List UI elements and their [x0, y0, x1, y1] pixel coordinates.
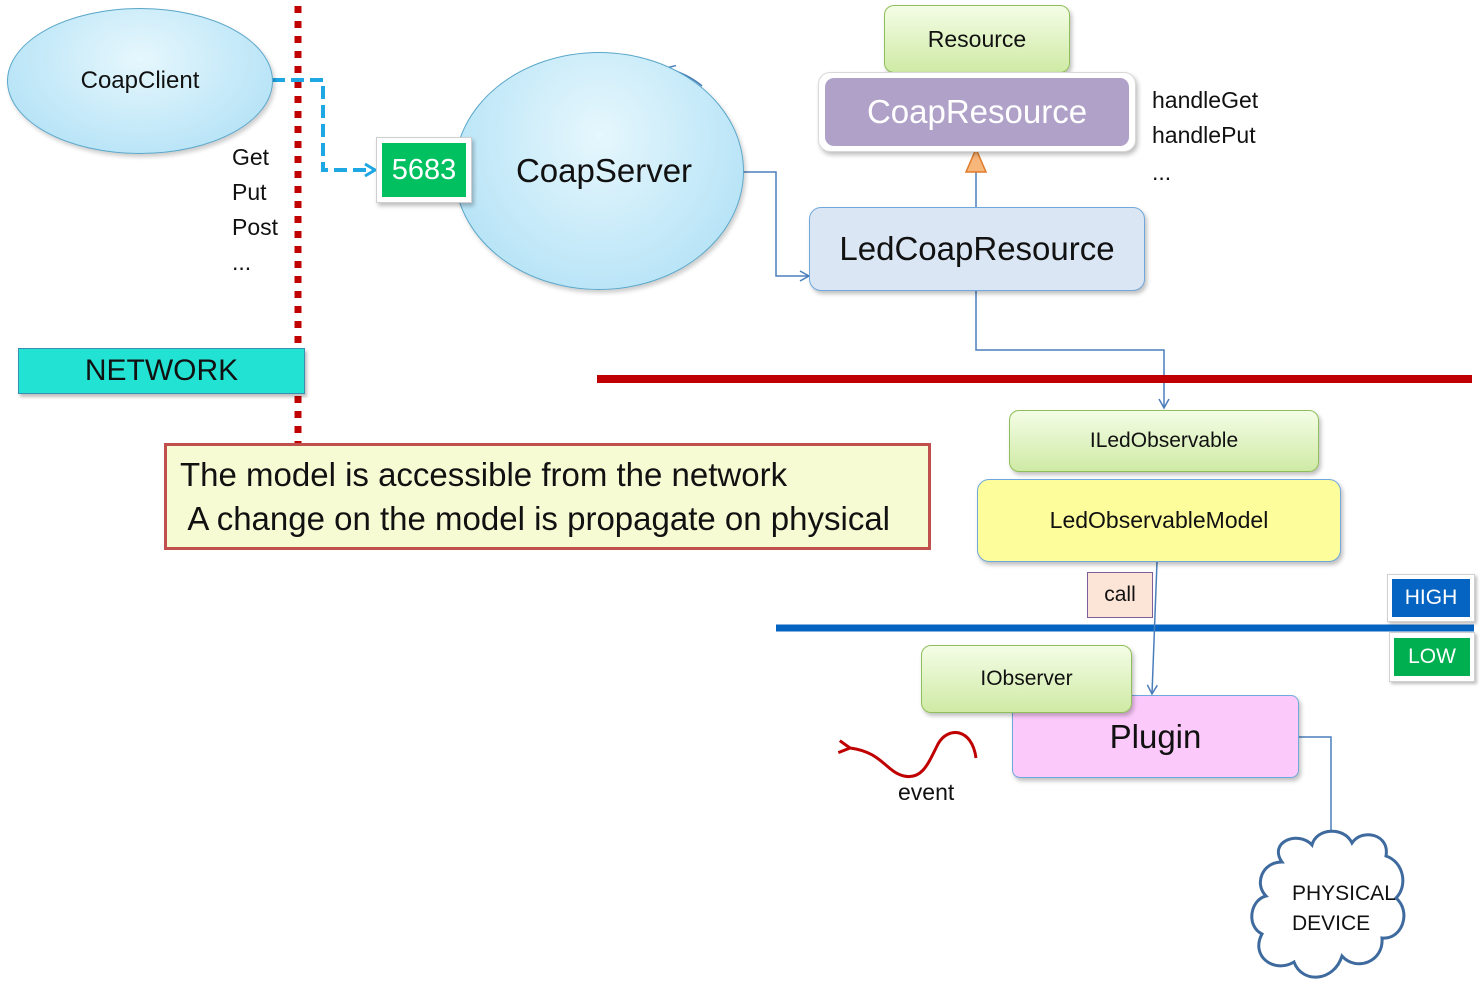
high-level-badge: HIGH	[1387, 574, 1475, 622]
plugin-to-device-arrow	[1299, 736, 1337, 847]
handler-more: ...	[1152, 159, 1172, 185]
resource-label: Resource	[927, 25, 1027, 52]
event-squiggle-icon	[850, 731, 978, 779]
coap-server-node: CoapServer	[454, 52, 744, 290]
port-label: 5683	[391, 153, 457, 186]
model-to-plugin-arrow	[1146, 561, 1158, 696]
handler-get: handleGet	[1152, 87, 1259, 113]
coap-client-node: CoapClient	[7, 8, 273, 154]
coap-resource-fill: CoapResource	[825, 78, 1129, 146]
coap-server-label: CoapServer	[515, 152, 693, 189]
low-level-fill: LOW	[1394, 638, 1470, 676]
coap-resource-box: CoapResource	[818, 72, 1136, 152]
led-coap-resource-box: LedCoapResource	[809, 207, 1145, 291]
note-line-1: The model is accessible from the network	[180, 456, 788, 493]
plugin-label: Plugin	[1109, 717, 1202, 755]
led-observable-model-label: LedObservableModel	[1049, 507, 1269, 533]
call-label: call	[1104, 583, 1136, 606]
led-observable-interface-label: ILedObservable	[1089, 429, 1239, 452]
high-level-fill: HIGH	[1392, 579, 1470, 617]
coap-client-label: CoapClient	[80, 67, 200, 94]
low-level-badge: LOW	[1389, 632, 1475, 682]
client-method-post: Post	[232, 214, 279, 240]
low-level-label: LOW	[1408, 645, 1456, 668]
physical-device-line-1: PHYSICAL	[1292, 882, 1396, 905]
observer-interface-box: IObserver	[921, 645, 1132, 713]
client-method-more: ...	[232, 249, 252, 275]
call-label-box: call	[1087, 572, 1153, 618]
client-to-port-arrow	[272, 78, 378, 178]
port-fill: 5683	[382, 143, 466, 197]
high-level-label: HIGH	[1404, 586, 1458, 609]
resource-interface-box: Resource	[884, 5, 1070, 73]
client-method-get: Get	[232, 144, 270, 170]
note-box: The model is accessible from the network…	[164, 443, 931, 550]
led-coap-resource-label: LedCoapResource	[839, 230, 1115, 267]
port-badge: 5683	[376, 137, 472, 203]
led-observable-model-box: LedObservableModel	[977, 479, 1341, 562]
coap-resource-label: CoapResource	[866, 93, 1088, 130]
network-label: NETWORK	[84, 354, 239, 387]
network-label-box: NETWORK	[18, 348, 305, 394]
cloud-icon	[1250, 829, 1406, 979]
observer-interface-label: IObserver	[980, 667, 1073, 690]
led-observable-interface-box: ILedObservable	[1009, 410, 1319, 472]
physical-device-line-2: DEVICE	[1292, 912, 1371, 935]
client-method-put: Put	[232, 179, 267, 205]
event-label: event	[898, 779, 955, 805]
note-line-2: A change on the model is propagate on ph…	[180, 500, 890, 537]
inheritance-triangle-icon	[964, 147, 988, 173]
resource-to-model-arrow	[975, 291, 1170, 410]
server-to-resource-arrow	[743, 171, 811, 282]
handler-put: handlePut	[1152, 122, 1256, 148]
